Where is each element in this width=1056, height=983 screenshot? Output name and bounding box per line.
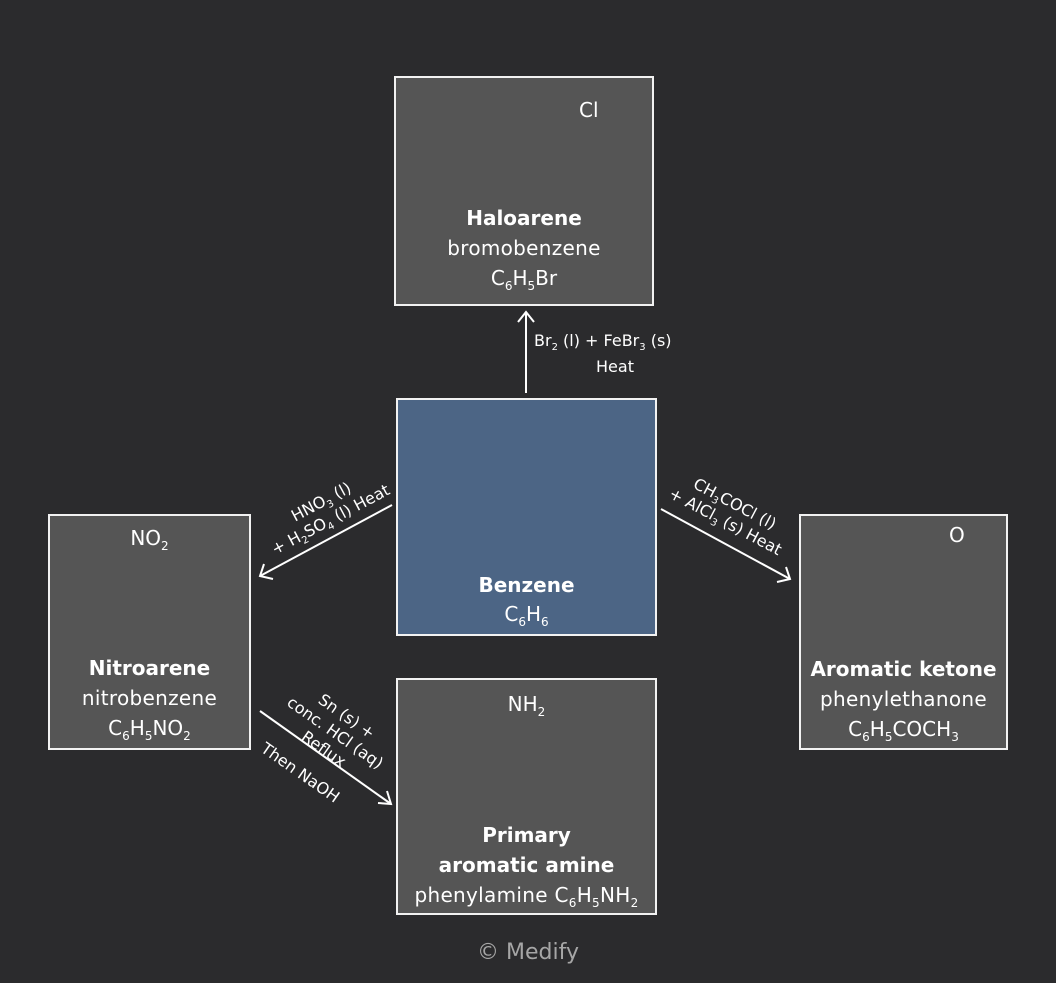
arrow-to-nitroarene xyxy=(258,504,393,580)
benzene-box: Benzene C6H6 xyxy=(396,398,657,636)
nitro-substituent-label: NO2 xyxy=(130,526,169,553)
amine-title-line2: aromatic amine xyxy=(438,853,615,877)
oxygen-label: O xyxy=(949,523,965,547)
ketone-box: O Aromatic ketone phenylethanone C6H5COC… xyxy=(799,514,1008,750)
copyright-footer: © Medify xyxy=(477,940,579,965)
arrow-to-haloarene xyxy=(517,310,535,393)
benzene-formula: C6H6 xyxy=(504,602,549,629)
amine-box: NH2 Primary aromatic amine phenylamine C… xyxy=(396,678,657,915)
ketone-formula: C6H5COCH3 xyxy=(848,717,959,744)
benzene-title: Benzene xyxy=(478,573,575,597)
haloarene-formula: C6H5Br xyxy=(490,266,558,293)
arrow-to-ketone xyxy=(660,508,792,583)
haloarene-title: Haloarene xyxy=(466,206,582,230)
ketone-name: phenylethanone xyxy=(820,687,987,711)
chloro-substituent-label: Cl xyxy=(579,98,599,122)
amino-substituent-label: NH2 xyxy=(507,692,546,719)
nitroarene-formula: C6H5NO2 xyxy=(108,716,191,743)
amine-name-formula: phenylamine C6H5NH2 xyxy=(414,883,639,910)
arrow-to-amine xyxy=(259,710,393,806)
haloarene-name: bromobenzene xyxy=(447,236,601,260)
nitroarene-name: nitrobenzene xyxy=(81,686,218,710)
nitroarene-box: NO2 Nitroarene nitrobenzene C6H5NO2 xyxy=(48,514,251,750)
haloarene-box: Cl Haloarene bromobenzene C6H5Br xyxy=(394,76,654,306)
nitroarene-title: Nitroarene xyxy=(88,656,211,680)
ketone-title: Aromatic ketone xyxy=(810,657,997,681)
amine-title-line1: Primary xyxy=(482,823,571,847)
bromination-heat: Heat xyxy=(596,357,634,376)
bromination-conditions: Br2 (l) + FeBr3 (s) xyxy=(534,331,672,353)
